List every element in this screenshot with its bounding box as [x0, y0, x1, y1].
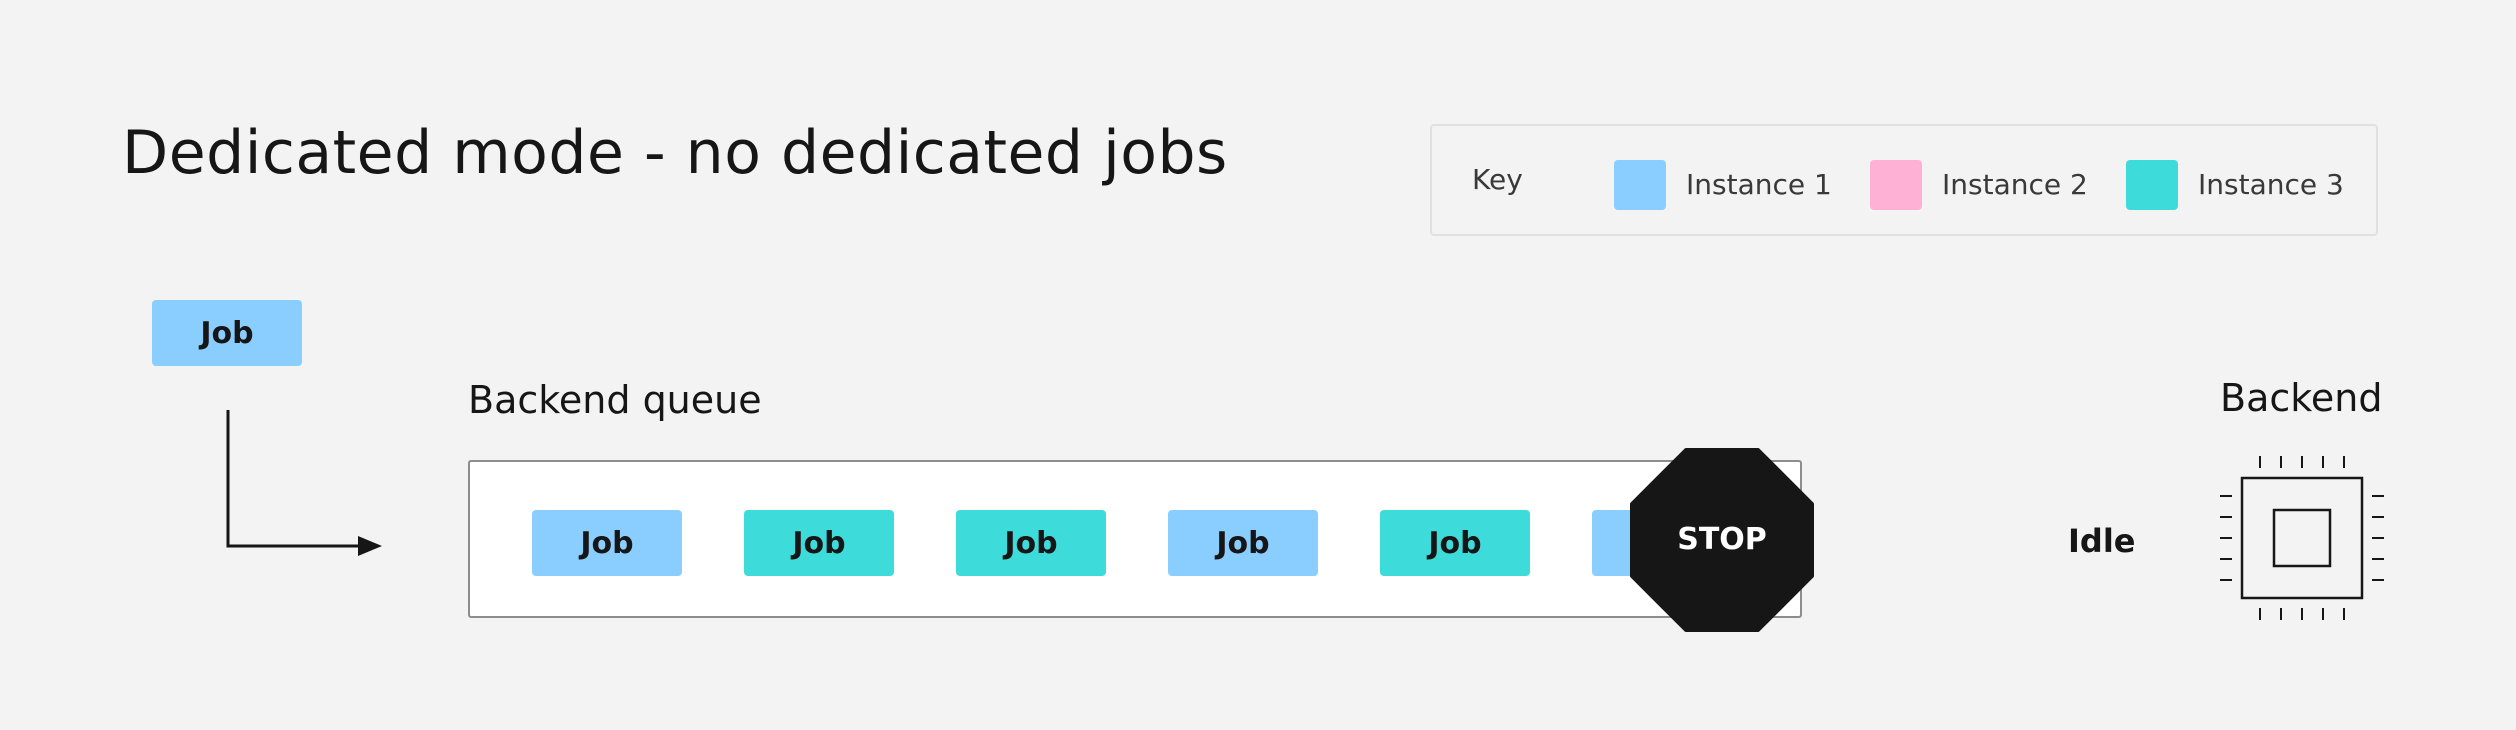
legend-label: Instance 1 — [1686, 168, 1832, 201]
legend: Key Instance 1 Instance 2 Instance 3 — [1430, 124, 2378, 236]
legend-label: Instance 3 — [2198, 168, 2344, 201]
stop-octagon-icon — [1630, 448, 1814, 632]
legend-swatch — [2126, 160, 2178, 210]
queue-job: Job — [1380, 510, 1530, 576]
incoming-job: Job — [152, 300, 302, 366]
queue-job: Job — [1168, 510, 1318, 576]
diagram-title: Dedicated mode - no dedicated jobs — [122, 118, 1228, 188]
stop-label: STOP — [1677, 522, 1767, 557]
backend-queue: Job Job Job Job Job — [468, 460, 1802, 618]
queue-job: Job — [532, 510, 682, 576]
backend-status: Idle — [2068, 522, 2136, 560]
arrow-icon — [226, 410, 382, 556]
backend-label: Backend — [2220, 376, 2383, 420]
queue-job: Job — [956, 510, 1106, 576]
legend-swatch — [1614, 160, 1666, 210]
legend-swatch — [1870, 160, 1922, 210]
queue-job: Job — [744, 510, 894, 576]
stop-sign: STOP — [1628, 446, 1816, 634]
legend-key-label: Key — [1472, 163, 1523, 196]
chip-icon — [2220, 456, 2384, 620]
queue-label: Backend queue — [468, 378, 762, 422]
legend-label: Instance 2 — [1942, 168, 2088, 201]
